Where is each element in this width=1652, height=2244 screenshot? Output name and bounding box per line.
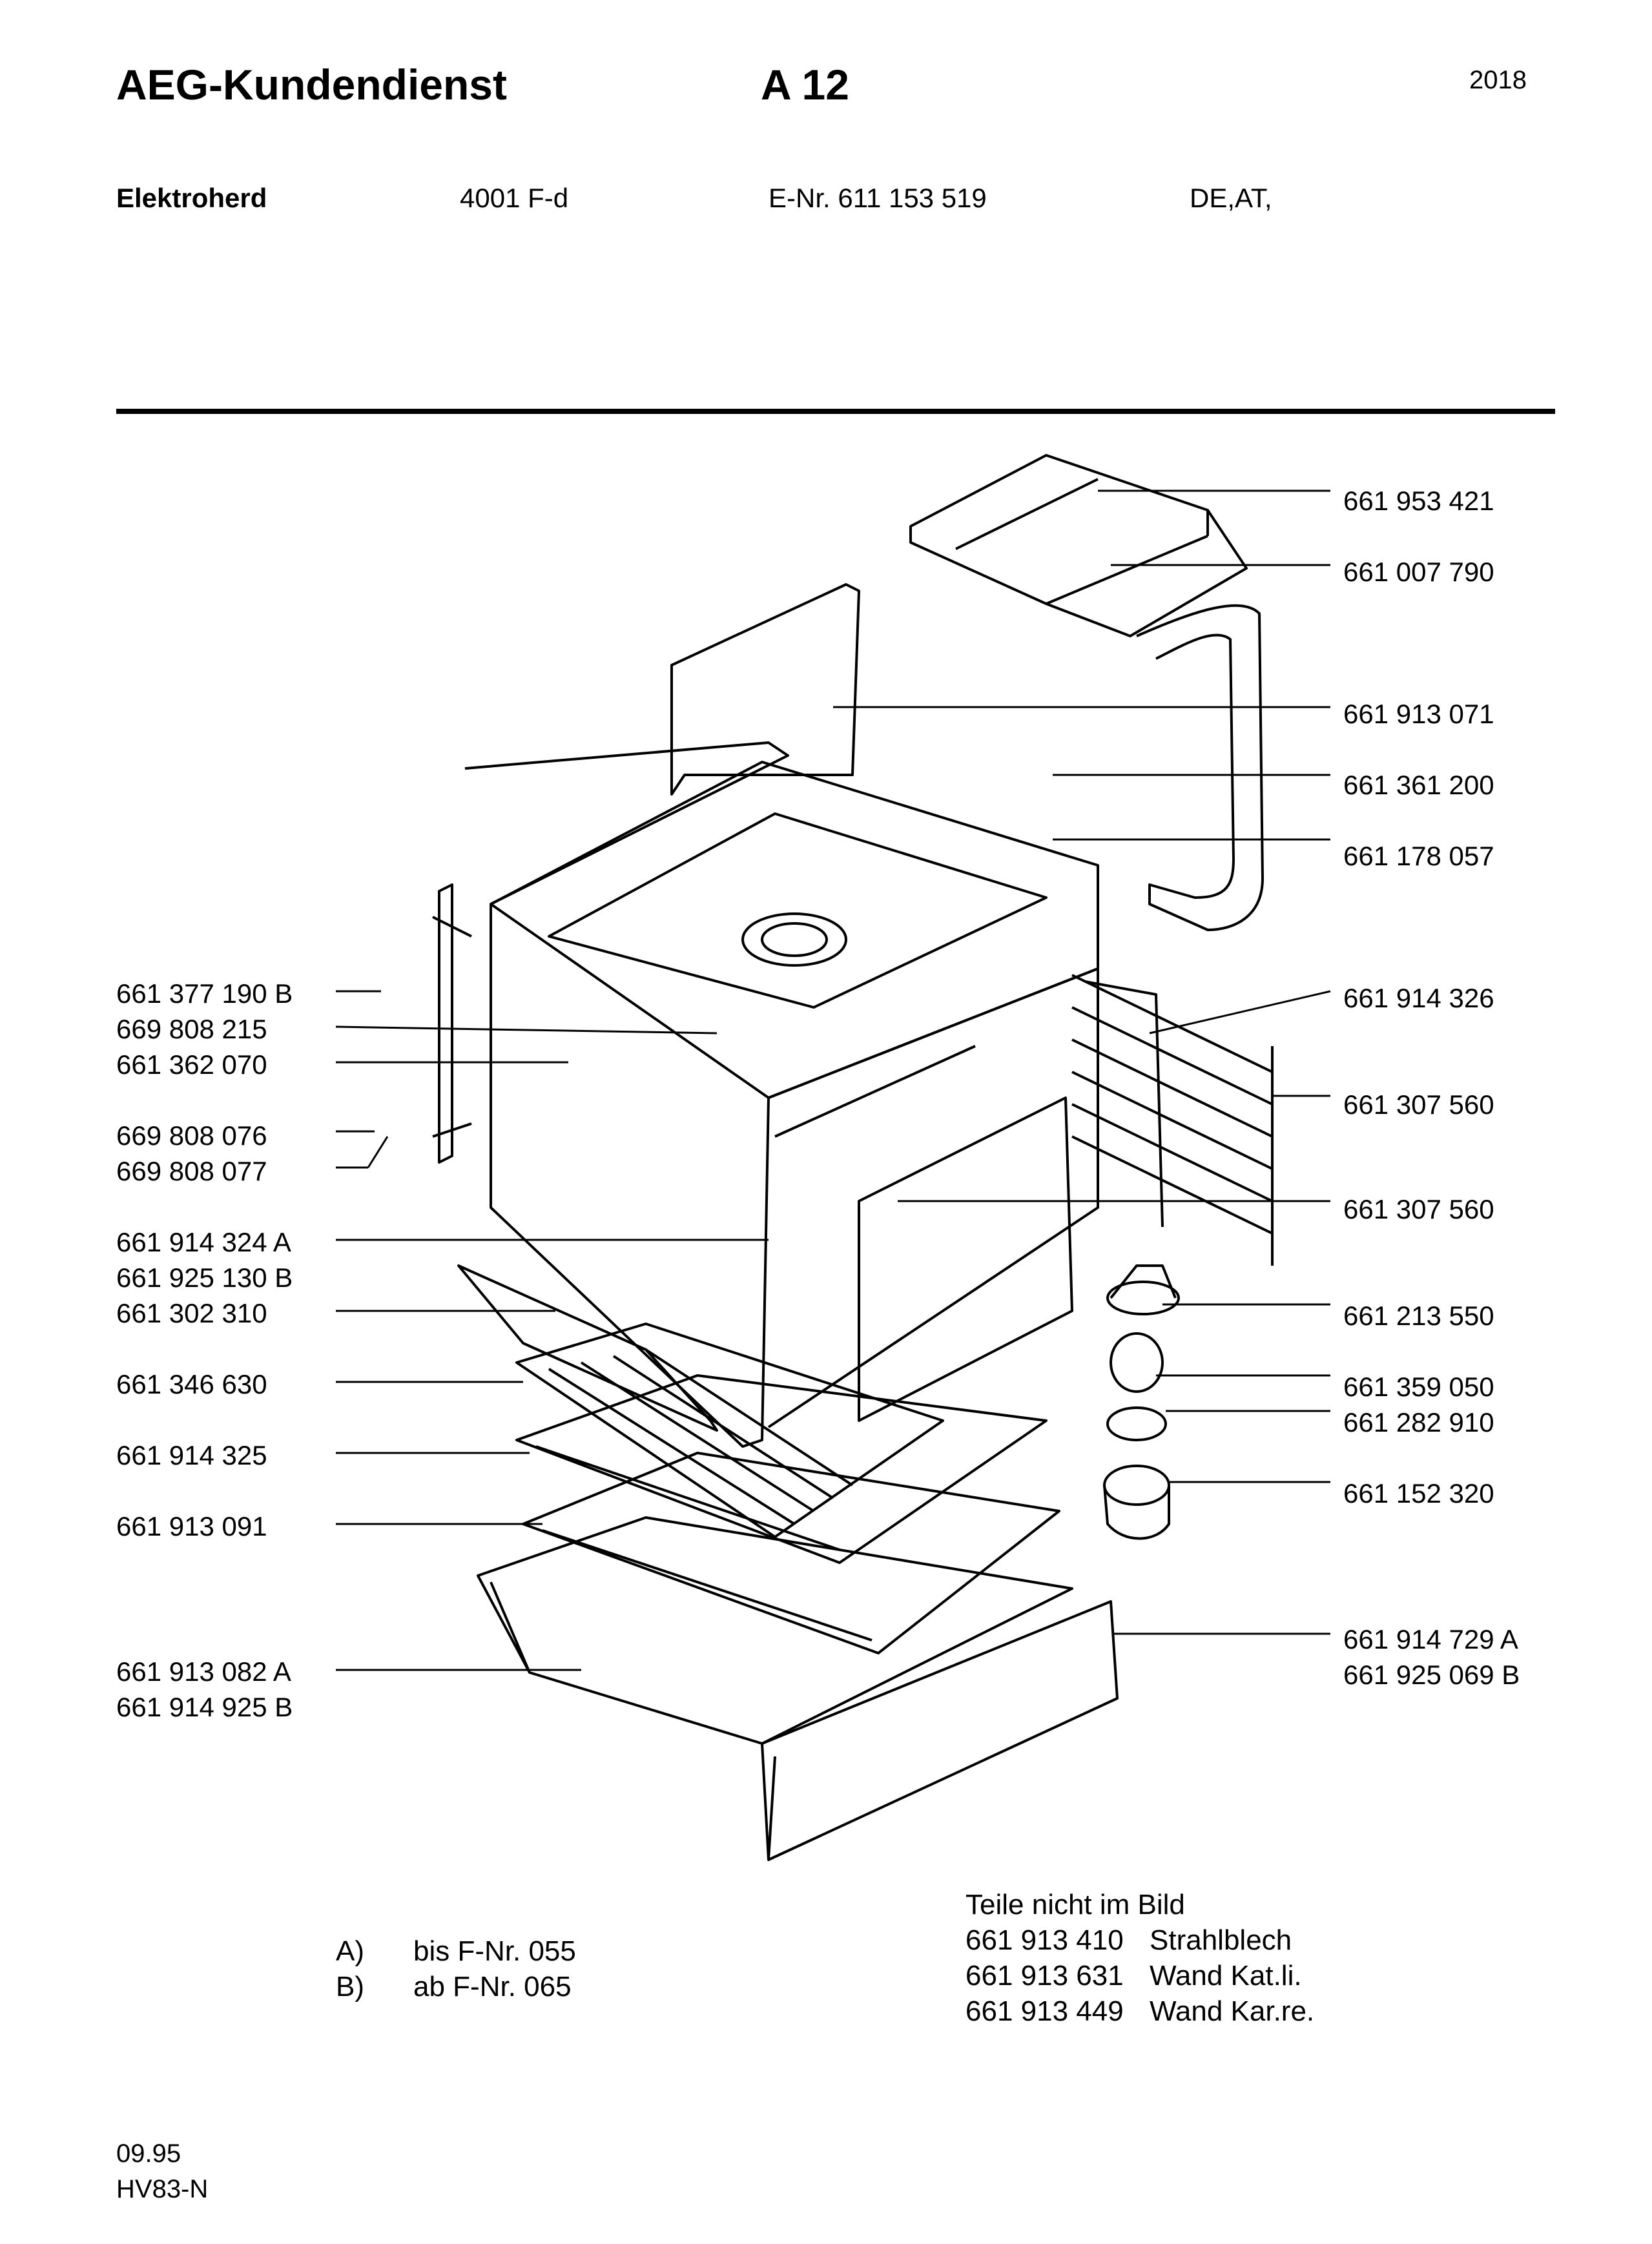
- product-type: Elektroherd: [116, 183, 267, 213]
- part-label: 661 346 630: [116, 1369, 267, 1399]
- lamp-assembly: [1103, 1264, 1180, 1540]
- drawer-front: [761, 1600, 1119, 1861]
- part-label: 661 361 200: [1343, 770, 1494, 800]
- part-label: 669 808 077: [116, 1156, 267, 1186]
- part-label: 661 359 050: [1343, 1372, 1494, 1402]
- not-shown-name: Wand Kat.li.: [1150, 1960, 1302, 1992]
- part-label: 661 007 790: [1343, 557, 1494, 587]
- part-label: 661 213 550: [1343, 1301, 1494, 1331]
- footnote-a-text: bis F-Nr. 055: [413, 1935, 576, 1967]
- e-number: E-Nr. 611 153 519: [769, 183, 987, 213]
- not-shown-title: Teile nicht im Bild: [965, 1889, 1185, 1920]
- roasting-pan: [522, 1452, 1060, 1654]
- part-label: 661 914 925 B: [116, 1692, 293, 1722]
- page-number: 2018: [1469, 66, 1527, 94]
- country-codes: DE,AT,: [1190, 183, 1272, 213]
- part-label: 661 913 082 A: [116, 1656, 291, 1687]
- part-label: 661 914 325: [116, 1440, 267, 1470]
- baking-tray: [515, 1374, 1048, 1564]
- footer-date: 09.95: [116, 2139, 181, 2168]
- part-label: 661 914 729 A: [1343, 1624, 1518, 1654]
- part-label: 669 808 215: [116, 1014, 267, 1044]
- oven-cavity: [464, 741, 1099, 1448]
- part-label: 661 925 069 B: [1343, 1660, 1520, 1690]
- footer-code: HV83-N: [116, 2175, 209, 2203]
- model-number: 4001 F-d: [460, 183, 569, 213]
- part-label: 661 913 071: [1343, 699, 1494, 729]
- not-shown-name: Strahlblech: [1150, 1924, 1292, 1956]
- footnote-b-key: B): [336, 1971, 364, 2002]
- part-label: 661 914 324 A: [116, 1227, 291, 1257]
- part-label: 661 307 560: [1343, 1194, 1494, 1224]
- part-label: 669 808 076: [116, 1120, 267, 1151]
- part-label: 661 914 326: [1343, 983, 1494, 1013]
- not-shown-nr: 661 913 449: [965, 1995, 1124, 2027]
- bottom-heater-plate: [457, 1264, 718, 1432]
- footnote-b-text: ab F-Nr. 065: [413, 1971, 572, 2002]
- part-label: 661 307 560: [1343, 1089, 1494, 1120]
- side-rack: [1071, 974, 1274, 1266]
- part-label: 661 377 190 B: [116, 978, 293, 1009]
- not-shown-name: Wand Kar.re.: [1150, 1995, 1315, 2027]
- part-label: 661 178 057: [1343, 841, 1494, 871]
- part-label: 661 913 091: [116, 1511, 267, 1541]
- footnote-a-key: A): [336, 1935, 364, 1967]
- sheet-number: A 12: [761, 61, 849, 108]
- part-label: 661 282 910: [1343, 1407, 1494, 1437]
- part-label: 661 362 070: [116, 1049, 267, 1080]
- part-label: 661 152 320: [1343, 1478, 1494, 1508]
- drip-pan: [477, 1516, 1073, 1745]
- part-label: 661 925 130 B: [116, 1262, 293, 1293]
- part-label: 661 302 310: [116, 1298, 267, 1328]
- not-shown-nr: 661 913 410: [965, 1924, 1124, 1956]
- header-rule: [116, 409, 1555, 414]
- top-panel: [670, 583, 860, 796]
- brand-title: AEG-Kundendienst: [116, 61, 507, 108]
- part-label: 661 953 421: [1343, 486, 1494, 516]
- not-shown-nr: 661 913 631: [965, 1960, 1124, 1992]
- insulation-block: [909, 454, 1264, 931]
- grid-shelf: [515, 1323, 944, 1538]
- mounting-bracket: [432, 883, 472, 1164]
